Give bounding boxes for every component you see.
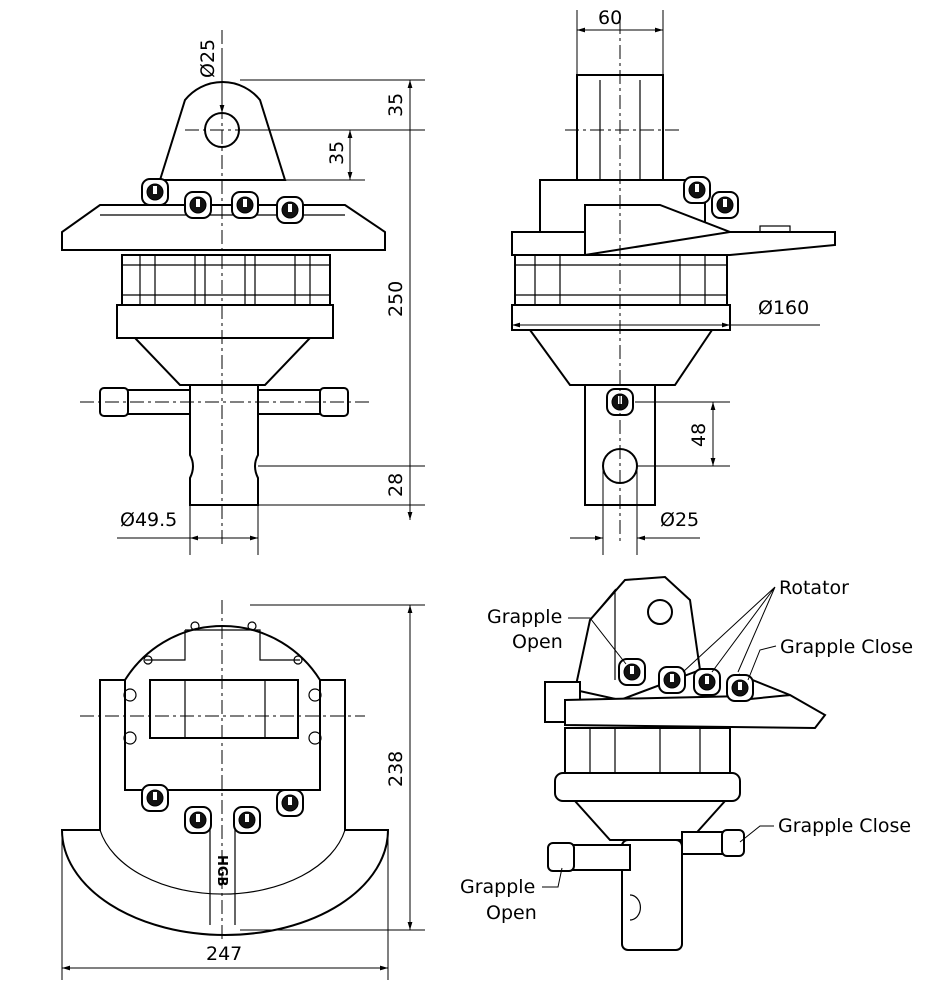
callout-grapple-close-top: Grapple Close [780, 636, 913, 658]
side-view [511, 10, 836, 555]
dim-hole-spacing: 48 [688, 423, 710, 447]
dim-hole-diameter: Ø25 [660, 509, 699, 531]
dim-shaft-end: 28 [385, 473, 407, 497]
dim-bottom-height: 238 [385, 751, 407, 787]
callout-rotator: Rotator [779, 577, 849, 599]
dim-lug-width: 60 [598, 7, 622, 29]
callout-grapple-open-bottom-line1: Grapple [460, 876, 535, 898]
dim-bottom-width: 247 [206, 943, 242, 965]
dim-eye-diameter: Ø25 [197, 39, 219, 78]
callout-grapple-open-top-line2: Open [512, 631, 563, 653]
dim-lug-top: 35 [385, 93, 407, 117]
callout-grapple-open-top-line1: Grapple [487, 606, 562, 628]
bottom-view: HGB [60, 600, 425, 980]
dim-flange-diameter: Ø160 [758, 297, 809, 319]
front-view [61, 30, 425, 555]
dim-lug-hole: 35 [326, 141, 348, 165]
callout-grapple-open-bottom-line2: Open [486, 902, 537, 924]
dim-shaft-diameter: Ø49.5 [120, 509, 177, 531]
dim-overall-height: 250 [385, 281, 407, 317]
callout-grapple-close-bottom: Grapple Close [778, 815, 911, 837]
isometric-view [542, 575, 827, 951]
